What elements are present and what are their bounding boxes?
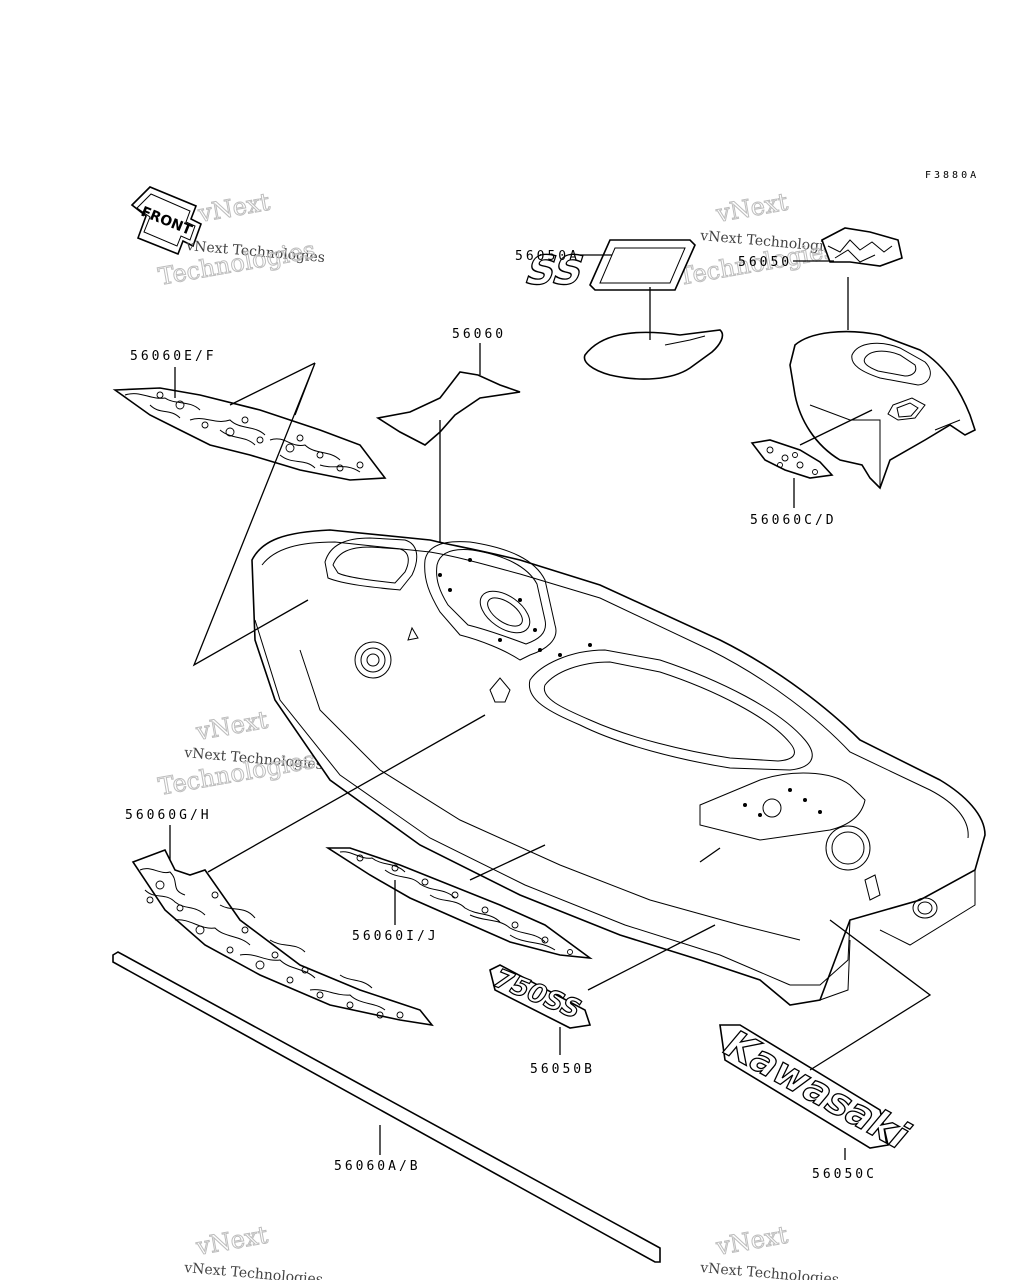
kawasaki-decal-part: Kawasaki [717, 1021, 918, 1159]
label-56060CD: 56060C/D [750, 513, 837, 528]
label-56060AB: 56060A/B [334, 1159, 421, 1174]
watermark-text: vNext [713, 1221, 790, 1261]
ss750-decal-part: 750SS [489, 963, 592, 1029]
front-arrow-icon: FRONT [130, 186, 202, 256]
decal-56060ij-part [325, 847, 593, 960]
watermark-text: vNext Technologies [699, 1260, 840, 1280]
seat-part [583, 329, 724, 380]
label-56060EF: 56060E/F [130, 349, 217, 364]
watermark-text: vNext [713, 188, 790, 228]
watermark-text: vNext [193, 1221, 270, 1261]
decal-56060ab-part [112, 951, 661, 1263]
label-56060: 56060 [452, 327, 506, 342]
deck-rivets [438, 558, 822, 817]
leader-lines [169, 254, 932, 1160]
figure-code: F3880A [925, 170, 979, 181]
decal-56060gh-part [131, 848, 434, 1027]
rear-panel-part [789, 330, 976, 490]
ss750-decal-text: 750SS [489, 964, 584, 1026]
decal-56060-part [375, 371, 521, 446]
label-56060GH: 56060G/H [125, 808, 212, 823]
logo-decal-small [821, 227, 903, 267]
hull-body [251, 529, 986, 1006]
label-56050B: 56050B [530, 1062, 595, 1077]
label-56050: 56050 [738, 255, 792, 270]
decal-56060cd-part [750, 439, 834, 479]
watermark-text: vNext Technologies [183, 1260, 324, 1280]
label-56050A: 56050A [515, 249, 580, 264]
decal-56060ef-part [112, 387, 387, 481]
kawasaki-decal-text: Kawasaki [718, 1021, 917, 1158]
watermark-text: vNext [193, 706, 270, 746]
label-56050C: 56050C [812, 1167, 877, 1182]
watermark-text: vNext [195, 188, 272, 228]
label-56060IJ: 56060I/J [352, 929, 439, 944]
